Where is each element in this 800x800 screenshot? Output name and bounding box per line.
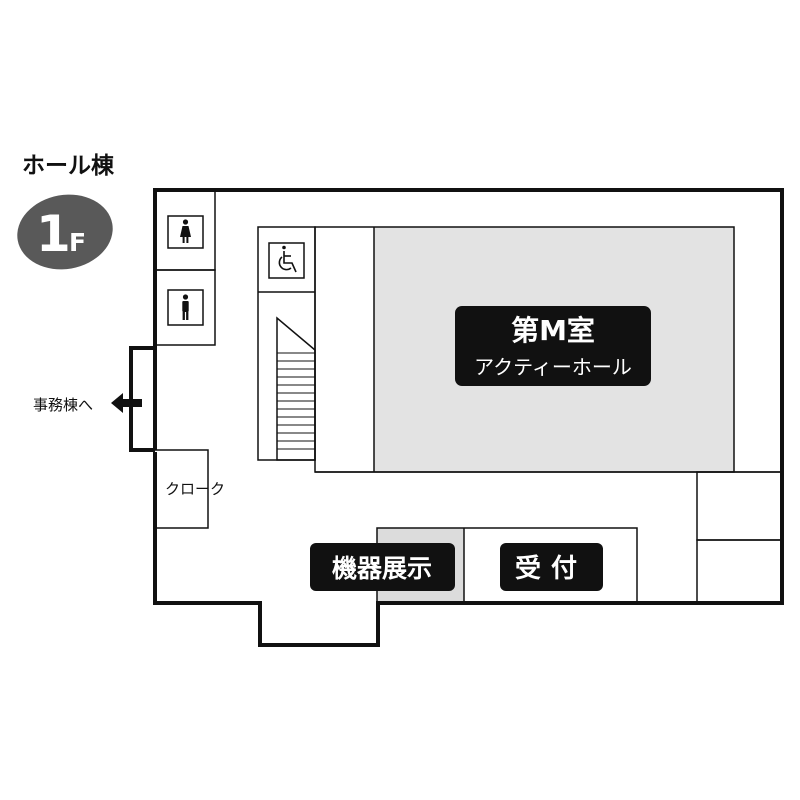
- floor-number: 1: [36, 205, 71, 263]
- left-arrow-icon: [111, 393, 142, 413]
- restroom-male: [154, 269, 216, 346]
- male-restroom-icon: [182, 294, 189, 320]
- reception-label-text: 受付: [515, 553, 587, 584]
- restroom-female-sign: [167, 215, 204, 249]
- cloakroom: [155, 449, 209, 529]
- cloakroom-label: クローク: [165, 480, 225, 498]
- main-hall-title: 第M室: [511, 314, 595, 347]
- building-name: ホール棟: [22, 153, 115, 179]
- floor-badge: 1 F: [17, 194, 113, 270]
- office-building-link[interactable]: 事務棟へ: [33, 396, 93, 414]
- reception-label: 受付: [500, 543, 603, 591]
- exhibit-label-text: 機器展示: [332, 554, 432, 583]
- restroom-male-sign: [167, 289, 204, 326]
- exhibit-label: 機器展示: [310, 543, 455, 591]
- female-restroom-icon: [180, 219, 191, 243]
- staircase: [276, 316, 316, 461]
- storage-room-lower: [696, 539, 783, 604]
- outer-wall: [153, 188, 784, 647]
- wheelchair-sign: [268, 242, 305, 279]
- storage-room-upper: [696, 471, 783, 541]
- main-hall-label: 第M室 アクティーホール: [455, 306, 651, 386]
- floor-suffix: F: [69, 228, 86, 257]
- wheelchair-accessible-icon: [278, 245, 297, 273]
- main-hall-subtitle: アクティーホール: [474, 355, 632, 379]
